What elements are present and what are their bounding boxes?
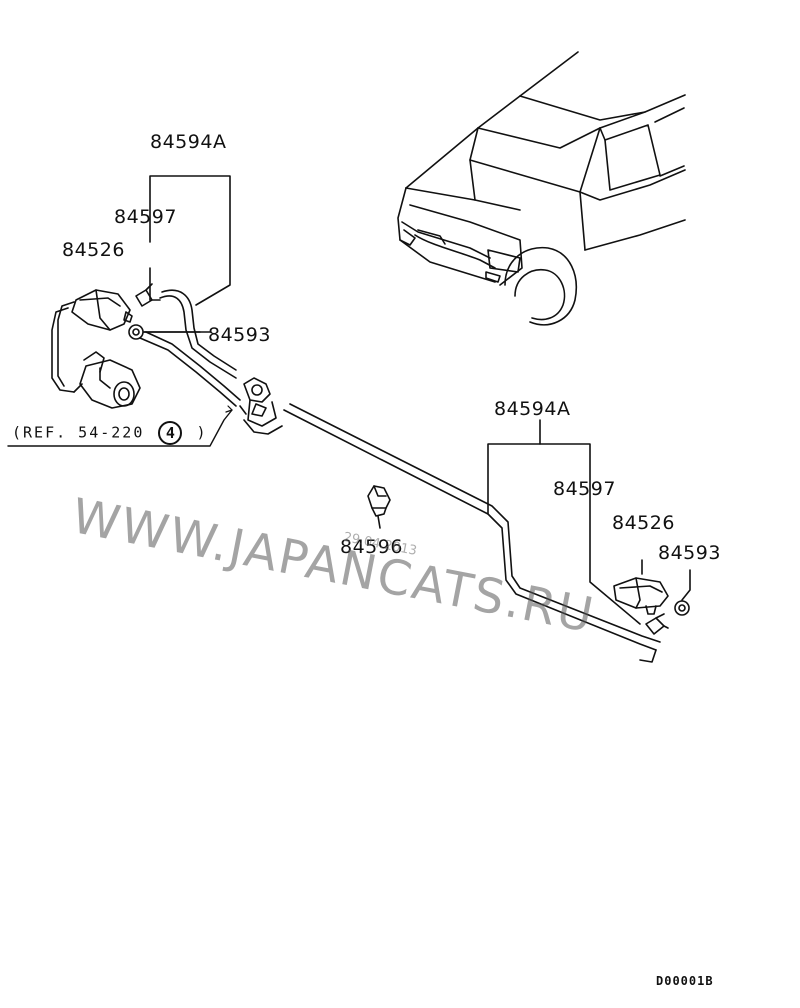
lower-bracket-line-b [539,443,641,625]
reference-callout: (REF. 54-220 4 ) [12,421,207,445]
label-lower-clip: 84597 [553,478,616,500]
vehicle-illustration [397,51,686,326]
label-upper-nut: 84593 [208,324,271,346]
reference-suffix: ) [196,423,208,442]
label-hose-clamp: 84596 [340,536,403,558]
label-lower-nut: 84593 [658,542,721,564]
lower-bracket-line-a [487,419,541,515]
label-upper-nozzle: 84526 [62,239,125,261]
reference-circled-number: 4 [158,421,183,445]
washer-pump-drawing [73,351,141,409]
joint-drawing [239,377,283,435]
upper-bracket-line [149,175,231,306]
label-upper-clip: 84597 [114,206,177,228]
label-lower-hose-assy: 84594A [494,398,571,420]
reference-prefix: (REF. 54-220 [12,423,145,442]
label-lower-nozzle: 84526 [612,512,675,534]
diagram-code: D00001B [656,974,714,988]
hose-clamp-drawing [367,485,391,529]
upper-nozzle-drawing [71,289,133,331]
lower-nozzle-drawing [613,559,669,615]
label-upper-hose-assy: 84594A [150,131,227,153]
